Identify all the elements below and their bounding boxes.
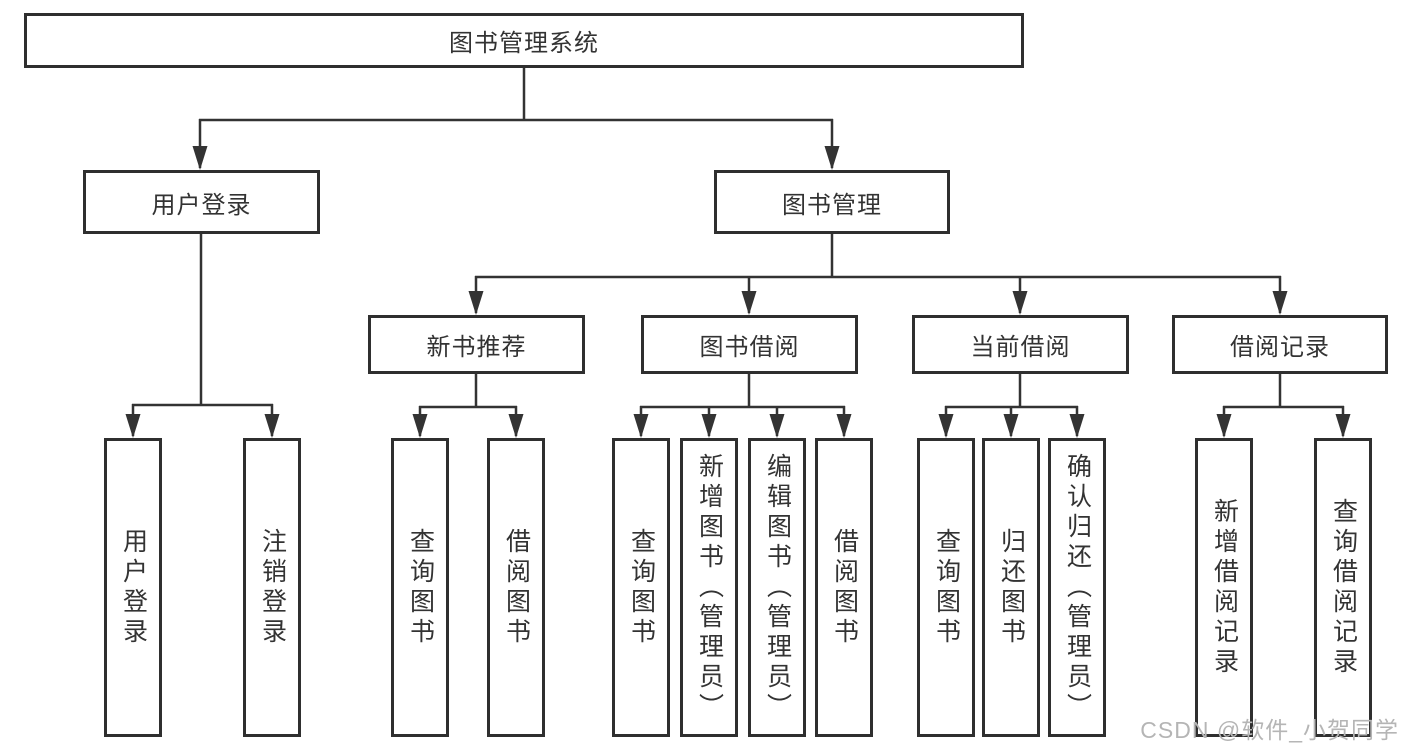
leaf-logout: 注销登录 xyxy=(243,438,301,737)
leaf-borrow-books-2: 借阅图书 xyxy=(815,438,873,737)
leaf-query-borrow-record: 查询借阅记录 xyxy=(1314,438,1372,737)
leaf-confirm-return-admin-label: 确认归还︵管理员︶ xyxy=(1063,452,1092,723)
leaf-query-books-1: 查询图书 xyxy=(391,438,449,737)
node-new-book-recommend-label: 新书推荐 xyxy=(426,334,527,361)
node-user-login-label: 用户登录 xyxy=(151,191,252,219)
node-root-label: 图书管理系统 xyxy=(449,30,599,57)
node-book-management-label: 图书管理 xyxy=(782,191,882,219)
node-book-management: 图书管理 xyxy=(714,170,950,234)
arrowheads xyxy=(125,146,1351,438)
node-borrowing-records-label: 借阅记录 xyxy=(1230,334,1330,361)
leaf-add-borrow-record-label: 新增借阅记录 xyxy=(1210,497,1239,678)
leaf-logout-label: 注销登录 xyxy=(258,527,287,648)
node-book-borrowing: 图书借阅 xyxy=(641,315,858,374)
node-book-borrowing-label: 图书借阅 xyxy=(699,334,800,361)
node-current-borrowing-label: 当前借阅 xyxy=(970,334,1071,361)
node-borrowing-records: 借阅记录 xyxy=(1172,315,1388,374)
leaf-query-books-1-label: 查询图书 xyxy=(406,527,435,648)
leaf-query-books-3-label: 查询图书 xyxy=(932,527,961,648)
leaf-confirm-return-admin: 确认归还︵管理员︶ xyxy=(1048,438,1106,737)
leaf-add-book-admin-label: 新增图书︵管理员︶ xyxy=(695,452,724,723)
leaf-query-borrow-record-label: 查询借阅记录 xyxy=(1329,497,1358,678)
leaf-user-login: 用户登录 xyxy=(104,438,162,737)
leaf-user-login-label: 用户登录 xyxy=(119,527,148,648)
csdn-watermark: CSDN @软件_小贺同学 xyxy=(1140,717,1399,743)
node-user-login: 用户登录 xyxy=(83,170,320,234)
node-root: 图书管理系统 xyxy=(24,13,1024,68)
leaf-borrow-books-1: 借阅图书 xyxy=(487,438,545,737)
leaf-query-books-2: 查询图书 xyxy=(612,438,670,737)
leaf-borrow-books-2-label: 借阅图书 xyxy=(830,527,859,648)
leaf-add-borrow-record: 新增借阅记录 xyxy=(1195,438,1253,737)
leaf-return-book: 归还图书 xyxy=(982,438,1040,737)
leaf-edit-book-admin: 编辑图书︵管理员︶ xyxy=(748,438,806,737)
leaf-borrow-books-1-label: 借阅图书 xyxy=(502,527,531,648)
leaf-add-book-admin: 新增图书︵管理员︶ xyxy=(680,438,738,737)
node-new-book-recommend: 新书推荐 xyxy=(368,315,585,374)
leaf-return-book-label: 归还图书 xyxy=(997,527,1026,648)
node-current-borrowing: 当前借阅 xyxy=(912,315,1129,374)
leaf-edit-book-admin-label: 编辑图书︵管理员︶ xyxy=(763,452,792,723)
leaf-query-books-2-label: 查询图书 xyxy=(627,527,656,648)
leaf-query-books-3: 查询图书 xyxy=(917,438,975,737)
